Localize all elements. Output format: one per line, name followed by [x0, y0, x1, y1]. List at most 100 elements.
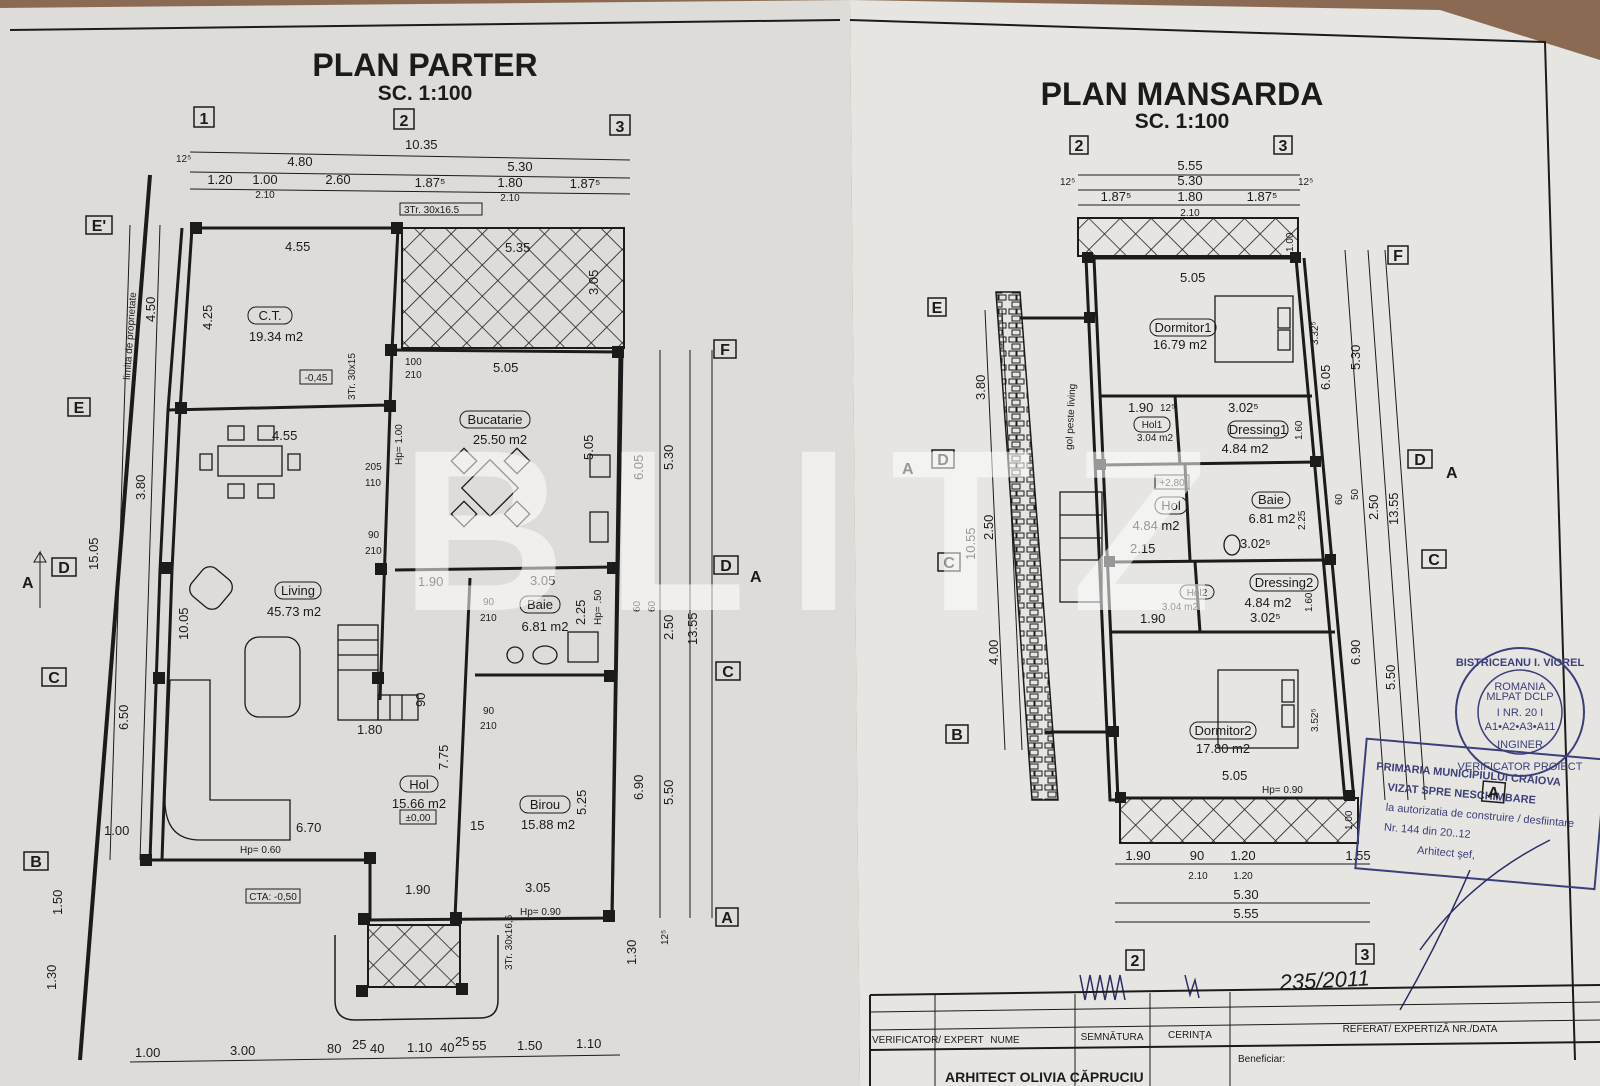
- architect-name: ARHITECT OLIVIA CĂPRUCIU: [945, 1069, 1144, 1085]
- svg-text:7.75: 7.75: [436, 745, 451, 770]
- section-marker-right: A: [750, 569, 762, 586]
- row-axis-c-right: C: [715, 661, 741, 681]
- attic-section-marker-right: A: [1446, 465, 1458, 482]
- attic-plan: PLAN MANSARDA SC. 1:100 2 3 5.55 5.30 1.…: [902, 76, 1458, 971]
- title-block: VERIFICATOR/ EXPERT NUME SEMNĂTURA CERIN…: [869, 984, 1600, 1086]
- svg-text:Arhitect şef,: Arhitect şef,: [1417, 845, 1476, 862]
- svg-text:13.55: 13.55: [685, 612, 700, 645]
- svg-text:4.00: 4.00: [986, 640, 1001, 665]
- svg-text:55: 55: [472, 1038, 486, 1053]
- svg-text:3.02⁵: 3.02⁵: [1250, 610, 1281, 625]
- svg-text:E': E': [92, 218, 106, 235]
- attic-bottom-axis-2: 2: [1125, 949, 1145, 971]
- svg-text:5.05: 5.05: [493, 360, 518, 375]
- svg-text:ROMANIA: ROMANIA: [1494, 681, 1546, 693]
- room-dormitor1: Dormitor1 16.79 m2: [1149, 318, 1217, 352]
- svg-text:1.90: 1.90: [1140, 611, 1165, 626]
- svg-text:25: 25: [455, 1034, 469, 1049]
- svg-text:F: F: [1393, 248, 1403, 265]
- row-axis-d-right: D: [713, 555, 739, 575]
- svg-text:6.90: 6.90: [1348, 640, 1363, 665]
- svg-text:1.90: 1.90: [418, 574, 443, 589]
- svg-text:1.87⁵: 1.87⁵: [570, 176, 601, 191]
- svg-text:3.05: 3.05: [530, 573, 555, 588]
- svg-text:25.50 m2: 25.50 m2: [473, 432, 527, 447]
- room-hol-attic: Hol 4.84 m2: [1133, 496, 1188, 533]
- room-birou: Birou 15.88 m2: [519, 795, 575, 832]
- svg-text:D: D: [58, 560, 70, 577]
- svg-text:2.25: 2.25: [1297, 510, 1308, 530]
- entry-porch-hatch: [367, 924, 461, 988]
- svg-text:1.80: 1.80: [497, 175, 522, 190]
- row-axis-e: E: [67, 397, 91, 417]
- svg-text:15.05: 15.05: [86, 537, 101, 570]
- svg-text:2.10: 2.10: [1180, 208, 1200, 219]
- room-bucatarie: Bucatarie 25.50 m2: [459, 410, 531, 447]
- attic-row-axis-d-right: D: [1407, 449, 1433, 469]
- svg-text:2.10: 2.10: [1188, 871, 1208, 882]
- svg-text:1.87⁵: 1.87⁵: [1101, 189, 1132, 204]
- svg-text:210: 210: [480, 613, 497, 624]
- svg-text:110: 110: [365, 478, 381, 489]
- svg-text:90: 90: [483, 597, 495, 608]
- watermark: BLITZ: [400, 402, 1251, 659]
- svg-text:210: 210: [405, 370, 422, 381]
- svg-text:2: 2: [400, 113, 409, 130]
- svg-text:1.20: 1.20: [207, 172, 232, 187]
- row-axis-e-prime: E': [85, 215, 113, 235]
- svg-text:12⁵: 12⁵: [1298, 177, 1313, 188]
- svg-text:Hol2: Hol2: [1187, 588, 1208, 599]
- attic-plan-scale: SC. 1:100: [1135, 110, 1230, 133]
- svg-text:1.80: 1.80: [357, 722, 382, 737]
- ground-plan-title: PLAN PARTER: [312, 47, 537, 83]
- svg-text:60: 60: [647, 600, 658, 612]
- svg-text:1: 1: [200, 111, 209, 128]
- svg-text:3.80: 3.80: [973, 375, 988, 400]
- room-dressing2: Dressing2 4.84 m2: [1245, 573, 1319, 610]
- svg-text:Dormitor2: Dormitor2: [1194, 723, 1251, 738]
- svg-text:205: 205: [365, 462, 382, 473]
- room-name: C.T.: [258, 308, 281, 323]
- attic-balcony-bottom: [1119, 797, 1359, 844]
- svg-text:C: C: [1428, 552, 1440, 569]
- property-limit-line: [78, 174, 152, 1061]
- svg-text:40: 40: [370, 1041, 384, 1056]
- ground-plan: PLAN PARTER SC. 1:100 1 2 3 10.35 4.80 5…: [22, 47, 762, 1063]
- svg-text:1.90: 1.90: [405, 882, 430, 897]
- attic-column-axis-3: 3: [1273, 135, 1293, 155]
- row-axis-f: F: [713, 339, 737, 359]
- svg-text:C: C: [48, 670, 60, 687]
- svg-text:1.60: 1.60: [1294, 420, 1305, 440]
- attic-bottom-axis-3: 3: [1355, 943, 1375, 965]
- attic-row-axis-c: C: [937, 552, 961, 572]
- svg-text:Hol: Hol: [409, 777, 429, 792]
- svg-text:1.20: 1.20: [1230, 848, 1255, 863]
- svg-text:90: 90: [368, 530, 380, 541]
- attic-column-axis-2: 2: [1069, 135, 1089, 155]
- svg-text:1.00: 1.00: [252, 172, 277, 187]
- attic-row-axis-f: F: [1387, 245, 1409, 265]
- svg-text:1.55: 1.55: [1345, 848, 1370, 863]
- svg-text:1.87⁵: 1.87⁵: [1247, 189, 1278, 204]
- svg-text:1.50: 1.50: [50, 890, 65, 915]
- svg-text:210: 210: [480, 721, 497, 732]
- handwritten-number: 235/2011: [1278, 965, 1370, 995]
- svg-text:25: 25: [352, 1037, 366, 1052]
- svg-text:B: B: [30, 854, 42, 871]
- furniture-attic: [1059, 295, 1299, 749]
- room-baie: Baie 6.81 m2: [519, 595, 569, 634]
- svg-text:10.35: 10.35: [405, 137, 438, 152]
- svg-text:6.81 m2: 6.81 m2: [522, 619, 569, 634]
- svg-text:1.10: 1.10: [576, 1036, 601, 1051]
- handwritten-signature: [1079, 974, 1126, 1001]
- svg-text:1.00: 1.00: [1344, 810, 1355, 830]
- svg-text:15: 15: [470, 818, 484, 833]
- svg-text:2.15: 2.15: [1130, 541, 1155, 556]
- room-baie-attic: Baie 6.81 m2: [1249, 491, 1295, 526]
- svg-text:Hp= .50: Hp= .50: [593, 589, 604, 625]
- svg-text:3.00: 3.00: [230, 1043, 255, 1058]
- engineer-round-stamp: BISTRICEANU I. VIOREL ROMANIA MLPAT DCLP…: [1455, 647, 1585, 777]
- svg-text:MLPAT DCLP: MLPAT DCLP: [1486, 691, 1553, 703]
- svg-text:4.25: 4.25: [200, 305, 215, 330]
